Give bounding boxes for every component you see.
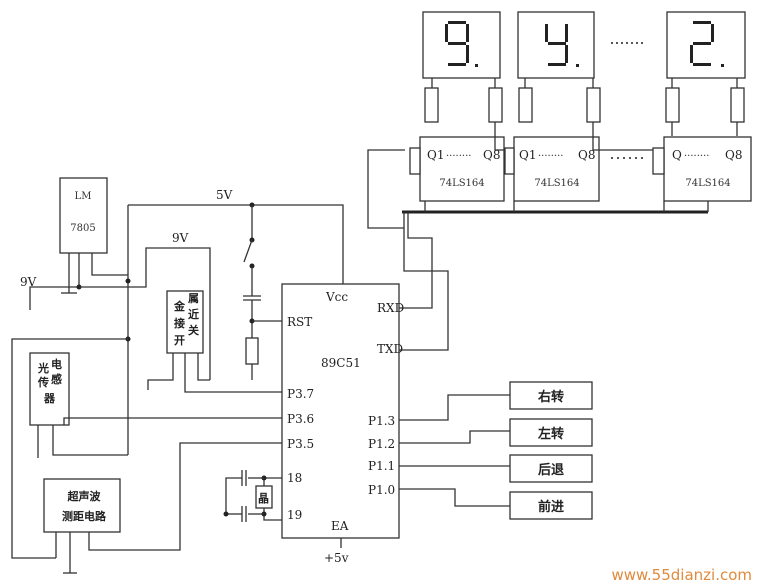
seven-segment-display-1 [422, 11, 501, 79]
regulator-line1: LM [75, 191, 92, 202]
sr3-q-first: Q [672, 148, 682, 162]
display-resistors [424, 78, 745, 136]
mcu-89c51: Vcc RST 89C51 RXD TXD P3.7 P3.6 P3.5 18 … [281, 283, 404, 539]
ea-label: EA [331, 519, 349, 533]
photoelectric-sensor: 光 电 传 感 器 [29, 352, 282, 458]
output-forward-label: 前进 [538, 499, 564, 515]
5v-label: 5V [216, 188, 233, 202]
p37-label: P3.7 [287, 387, 314, 401]
output-turn-left: 左转 [509, 418, 593, 447]
9v-top-label: 9V [172, 231, 189, 245]
sr2-q-last: Q8 [578, 148, 595, 162]
plus5v-label: +5v [324, 551, 349, 565]
prox-col1-b: 接 [174, 316, 185, 330]
pin18-label: 18 [287, 471, 302, 485]
shift-register-2: Q1 ········ Q8 74LS164 [504, 136, 600, 202]
crystal-label: 晶 [258, 492, 269, 505]
9v-left-label: 9V [20, 275, 37, 289]
photo-sensor-char4: 感 [51, 372, 62, 386]
seven-segment-display-2 [517, 11, 595, 79]
shift-register-3: Q ········ Q8 74LS164 [652, 136, 752, 202]
sr2-q-first: Q1 [519, 148, 536, 162]
crystal-oscillator: 晶 [223, 470, 282, 522]
rxd-label: RXD [377, 301, 404, 315]
sr2-chip-label: 74LS164 [534, 178, 579, 189]
svg-text:········: ········ [538, 151, 563, 162]
sr3-q-last: Q8 [725, 148, 742, 162]
register-bus [367, 136, 709, 351]
5v-rail [125, 202, 344, 455]
prox-col2-b: 近 [188, 307, 199, 321]
seven-segment-display-3 [666, 11, 746, 79]
p13-label: P1.3 [368, 414, 395, 428]
metal-proximity-switch: 金 接 开 属 近 关 [147, 290, 282, 393]
output-right-label: 右转 [537, 389, 564, 405]
sr3-chip-label: 74LS164 [685, 178, 730, 189]
rst-label: RST [287, 315, 312, 329]
prox-col2-a: 属 [188, 292, 199, 305]
txd-label: TXD [377, 342, 403, 356]
sr1-q-first: Q1 [427, 148, 444, 162]
p36-label: P3.6 [287, 412, 314, 426]
shift-register-1: Q1 ········ Q8 74LS164 [409, 136, 505, 202]
prox-col1-a: 金 [173, 299, 186, 313]
mcu-label: 89C51 [321, 356, 361, 370]
photo-sensor-char5: 器 [43, 392, 56, 405]
photo-sensor-char2: 电 [51, 357, 62, 371]
regulator-lm7805: LM 7805 [29, 177, 128, 310]
output-turn-right: 右转 [509, 381, 593, 410]
vcc-label: Vcc [325, 290, 348, 304]
pin19-label: 19 [287, 508, 302, 522]
p11-label: P1.1 [368, 459, 395, 473]
p35-label: P3.5 [287, 437, 314, 451]
output-reverse: 后退 [509, 454, 593, 483]
output-reverse-label: 后退 [538, 462, 564, 478]
photo-sensor-char3: 传 [37, 375, 49, 389]
sr1-chip-label: 74LS164 [439, 178, 484, 189]
photo-sensor-char1: 光 [37, 361, 49, 375]
display-ellipsis [611, 42, 643, 44]
svg-text:········: ········ [684, 151, 709, 162]
register-ellipsis [611, 157, 643, 159]
p12-label: P1.2 [368, 437, 395, 451]
p10-label: P1.0 [368, 483, 395, 497]
regulator-line2: 7805 [70, 223, 95, 234]
prox-col1-c: 开 [174, 334, 185, 347]
watermark: www.55dianzi.com [611, 566, 752, 584]
output-left-label: 左转 [538, 426, 564, 442]
prox-col2-c: 关 [188, 323, 199, 337]
output-wires [399, 394, 510, 507]
sr1-q-last: Q8 [483, 148, 500, 162]
ultra-line2: 测距电路 [62, 509, 107, 523]
svg-text:········: ········ [446, 151, 471, 162]
ultra-line1: 超声波 [67, 489, 102, 503]
output-forward: 前进 [509, 491, 593, 520]
ultrasonic-ranging-circuit: 超声波 测距电路 [43, 442, 282, 574]
